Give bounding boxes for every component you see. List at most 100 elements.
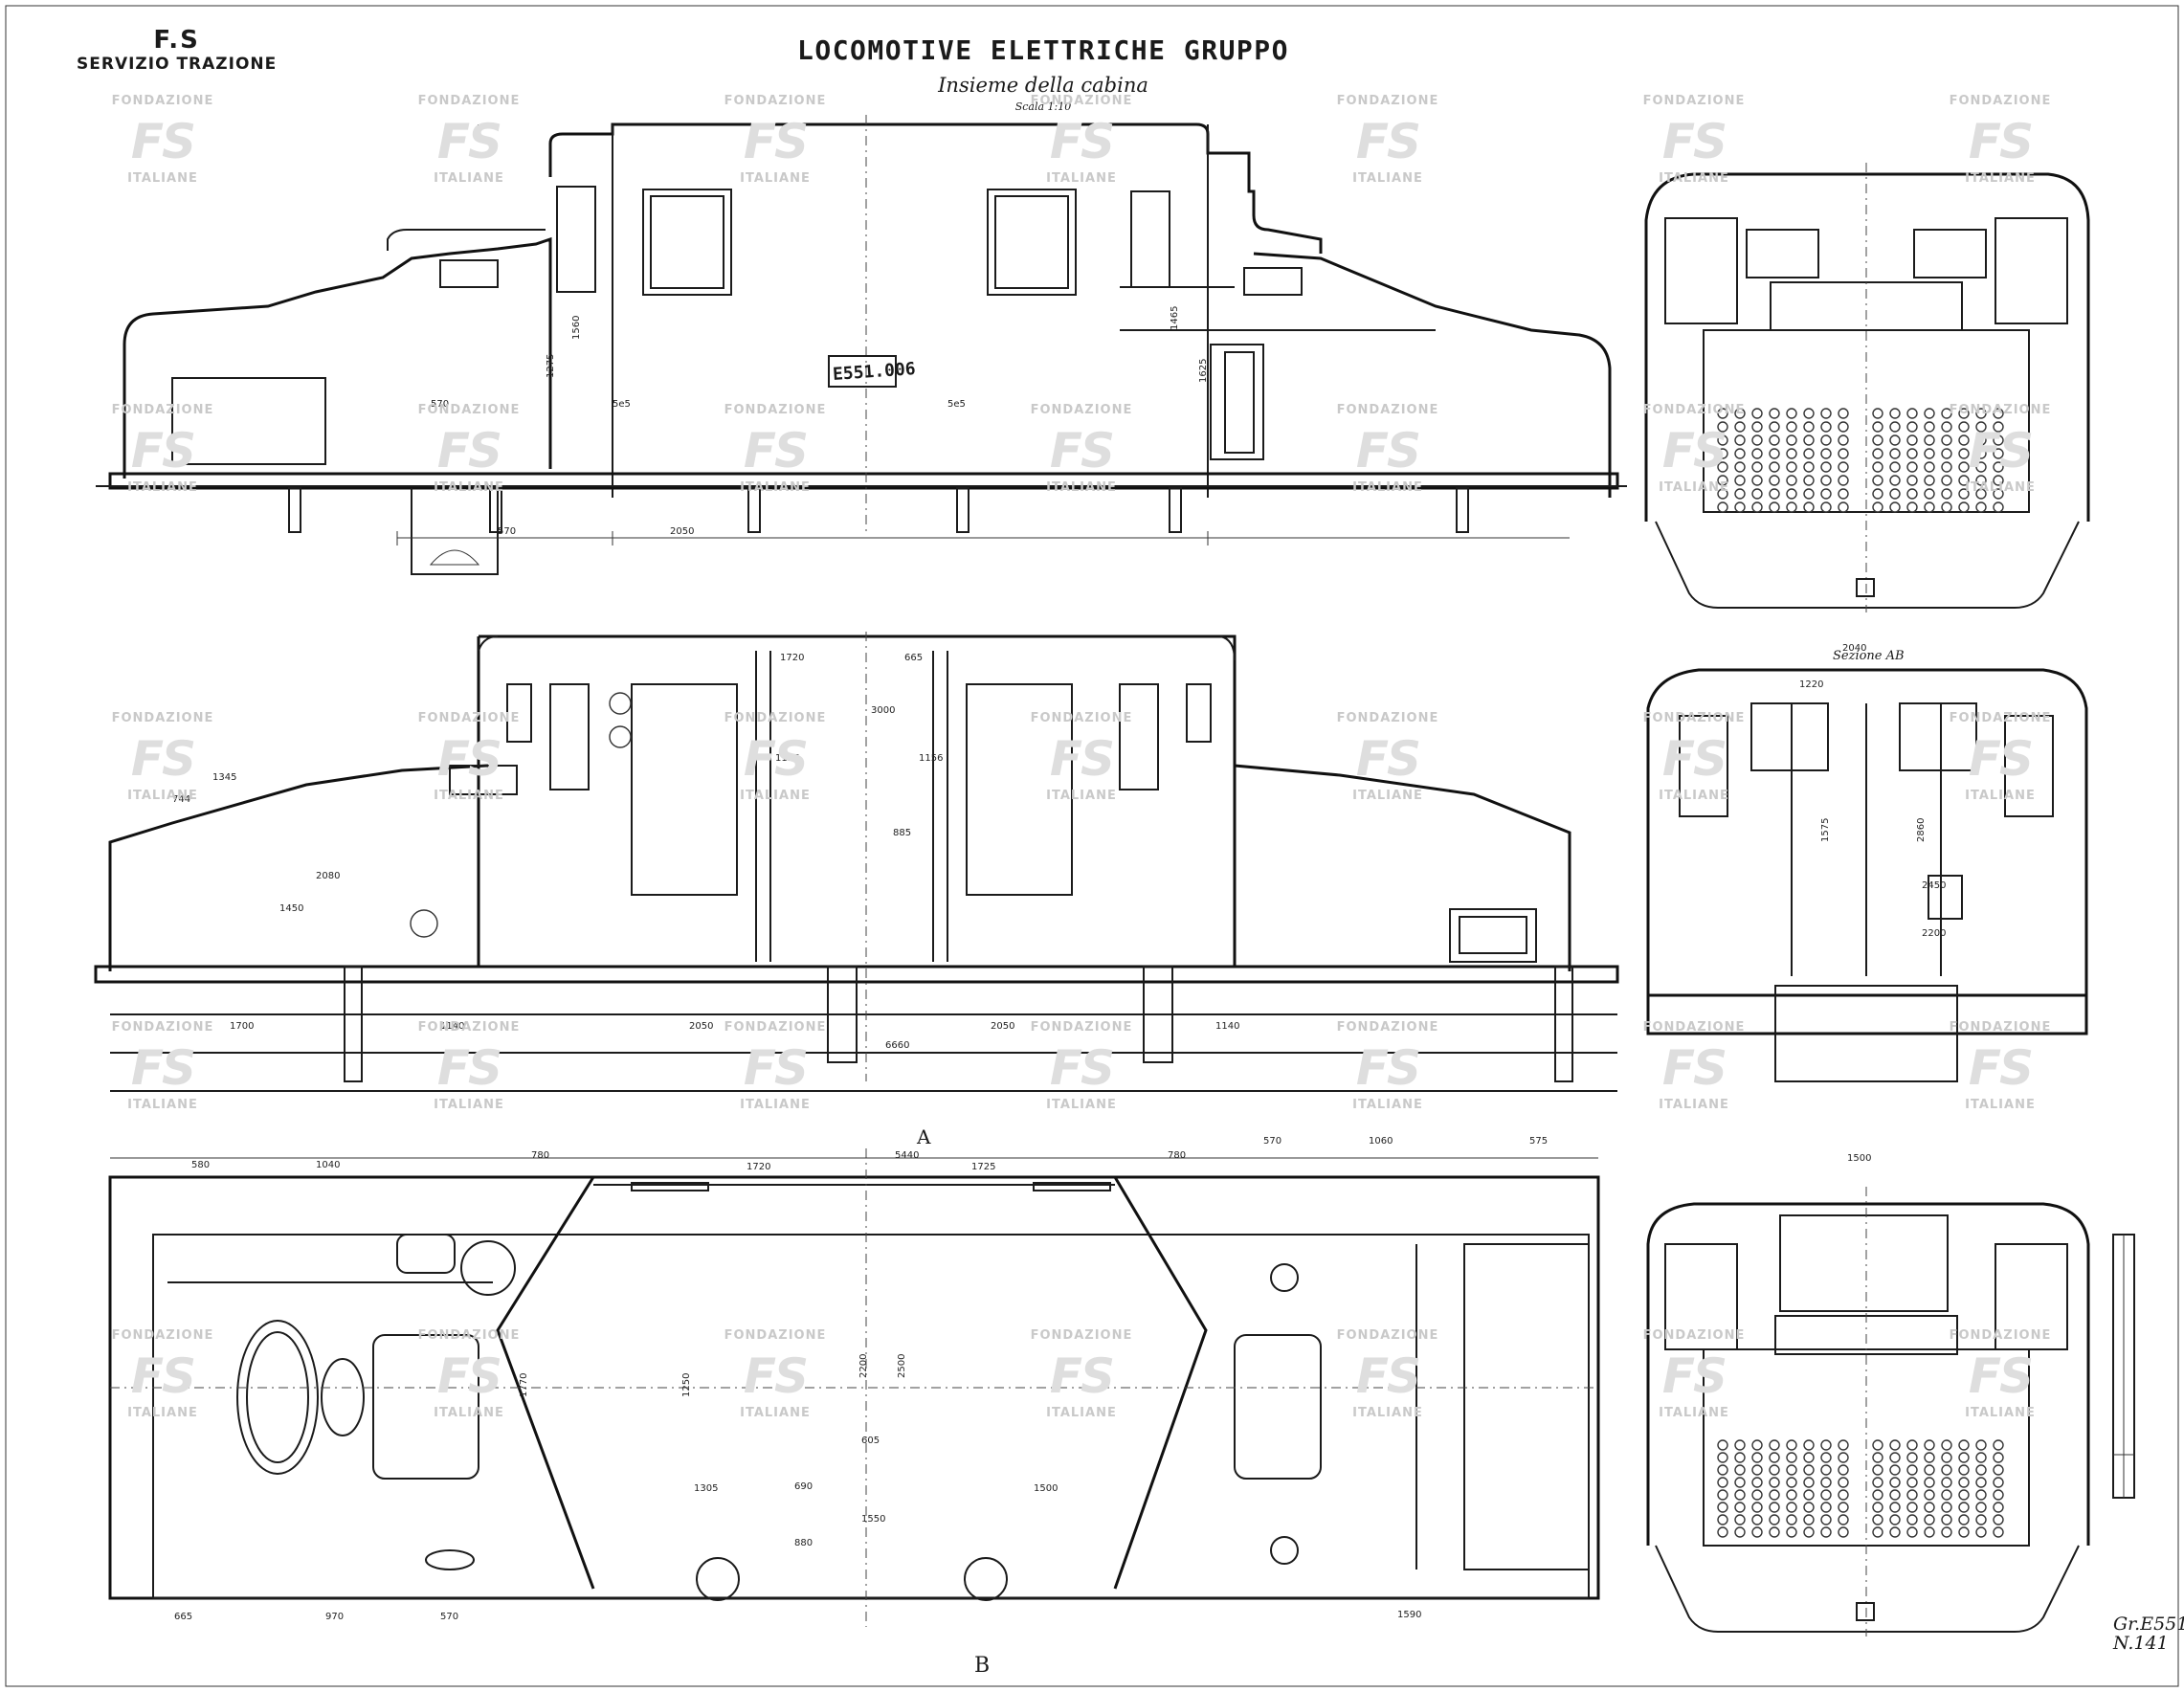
- grille-hole: [1769, 421, 1780, 433]
- section-marker-a: A: [917, 1125, 931, 1148]
- grille-hole: [1958, 1439, 1970, 1451]
- grille-hole: [1769, 1464, 1780, 1476]
- grille-hole: [1906, 461, 1918, 473]
- grille-hole: [1786, 434, 1797, 446]
- end-view-1-outline: [1644, 172, 2090, 522]
- grille-hole: [1734, 461, 1746, 473]
- grille-hole: [1872, 408, 1883, 419]
- svg-text:1500: 1500: [1847, 1153, 1871, 1164]
- section-cab-outline: [477, 634, 1237, 967]
- grille-hole: [1820, 475, 1832, 486]
- grille-hole: [1924, 408, 1935, 419]
- plan-hatch-oval-2: [321, 1358, 365, 1436]
- front-end-view: [1644, 163, 2090, 612]
- grille-hole: [1906, 475, 1918, 486]
- grille-hole: [1803, 461, 1815, 473]
- svg-text:1770: 1770: [519, 1373, 529, 1397]
- grille-hole: [1958, 501, 1970, 513]
- grille-hole: [1941, 1452, 1952, 1463]
- grille-hole: [1820, 1514, 1832, 1525]
- grille-hole: [1924, 1526, 1935, 1538]
- grille-hole: [1941, 434, 1952, 446]
- grille-hole: [1958, 1526, 1970, 1538]
- grille-hole: [1838, 408, 1849, 419]
- grille-hole: [1734, 1489, 1746, 1501]
- grille-hole: [1838, 501, 1849, 513]
- grille-hole: [1820, 461, 1832, 473]
- plan-cab-right-bulkhead: [1113, 1176, 1208, 1590]
- grille-hole: [1872, 475, 1883, 486]
- underframe: [108, 472, 1619, 490]
- grille-hole: [1769, 1514, 1780, 1525]
- grille-hole: [1734, 1439, 1746, 1451]
- grille-hole: [1734, 421, 1746, 433]
- grille-hole: [1872, 1514, 1883, 1525]
- hood-grille-right: [1243, 267, 1303, 296]
- grille-hole: [1751, 1526, 1763, 1538]
- grille-hole: [1993, 461, 2004, 473]
- grille-hole: [1717, 1514, 1728, 1525]
- grille-hole: [1734, 1526, 1746, 1538]
- grille-hole: [1906, 421, 1918, 433]
- grille-hole: [1803, 1464, 1815, 1476]
- drawing-scale: Scala 1:10: [1014, 100, 1072, 113]
- svg-text:880: 880: [794, 1538, 813, 1548]
- grille-hole: [1889, 488, 1901, 500]
- grille-hole: [1717, 1452, 1728, 1463]
- grille-hole: [1786, 1439, 1797, 1451]
- grille-hole: [1872, 488, 1883, 500]
- grille-hole: [1872, 1439, 1883, 1451]
- grille-hole: [1820, 448, 1832, 459]
- grille-hole: [1906, 501, 1918, 513]
- grille-hole: [1941, 1464, 1952, 1476]
- section-gauge: [410, 909, 438, 938]
- grille-hole: [1958, 1477, 1970, 1488]
- svg-text:1156: 1156: [919, 753, 943, 764]
- grille-hole: [1958, 488, 1970, 500]
- svg-text:1305: 1305: [694, 1483, 718, 1494]
- cab-door-window-right: [1130, 190, 1170, 288]
- grille-hole: [1786, 1452, 1797, 1463]
- grille-hole: [1889, 1489, 1901, 1501]
- section-ab-label: Sezione AB: [1833, 649, 1905, 663]
- grille-hole: [1872, 421, 1883, 433]
- left-hood: [123, 236, 552, 479]
- grille-hole: [1786, 1502, 1797, 1513]
- grille-hole: [1751, 1502, 1763, 1513]
- svg-text:580: 580: [191, 1160, 210, 1170]
- sheet-border: [5, 5, 2179, 1687]
- grille-hole: [1975, 1477, 1987, 1488]
- grille-hole: [1872, 501, 1883, 513]
- grille-hole: [1941, 1502, 1952, 1513]
- grille-hole: [1975, 1489, 1987, 1501]
- grille-hole: [1769, 475, 1780, 486]
- grille-hole: [1889, 1452, 1901, 1463]
- grille-hole: [1751, 421, 1763, 433]
- grille-hole: [1769, 408, 1780, 419]
- grille-hole: [1769, 1452, 1780, 1463]
- section-marker-b: B: [974, 1654, 991, 1678]
- grille-hole: [1717, 501, 1728, 513]
- grille-hole: [1769, 1502, 1780, 1513]
- grille-hole: [1751, 1464, 1763, 1476]
- grille-hole: [1803, 501, 1815, 513]
- cab-roof: [478, 124, 1209, 498]
- grille-hole: [1975, 1452, 1987, 1463]
- grille-hole: [1889, 1526, 1901, 1538]
- rear-end-view: [1646, 1187, 2090, 1636]
- number-plate: [828, 355, 897, 388]
- grille-hole: [1769, 1439, 1780, 1451]
- grille-hole: [1924, 1439, 1935, 1451]
- svg-text:570: 570: [431, 399, 449, 410]
- grille-hole: [1906, 1489, 1918, 1501]
- grille-hole: [1975, 1526, 1987, 1538]
- grille-hole: [1838, 488, 1849, 500]
- grille-hole: [1734, 1452, 1746, 1463]
- svg-text:2200: 2200: [858, 1354, 869, 1378]
- grille-hole: [1958, 1452, 1970, 1463]
- grille-hole: [1838, 1452, 1849, 1463]
- grille-hole: [1993, 421, 2004, 433]
- grille-hole: [1958, 475, 1970, 486]
- grille-hole: [1993, 1489, 2004, 1501]
